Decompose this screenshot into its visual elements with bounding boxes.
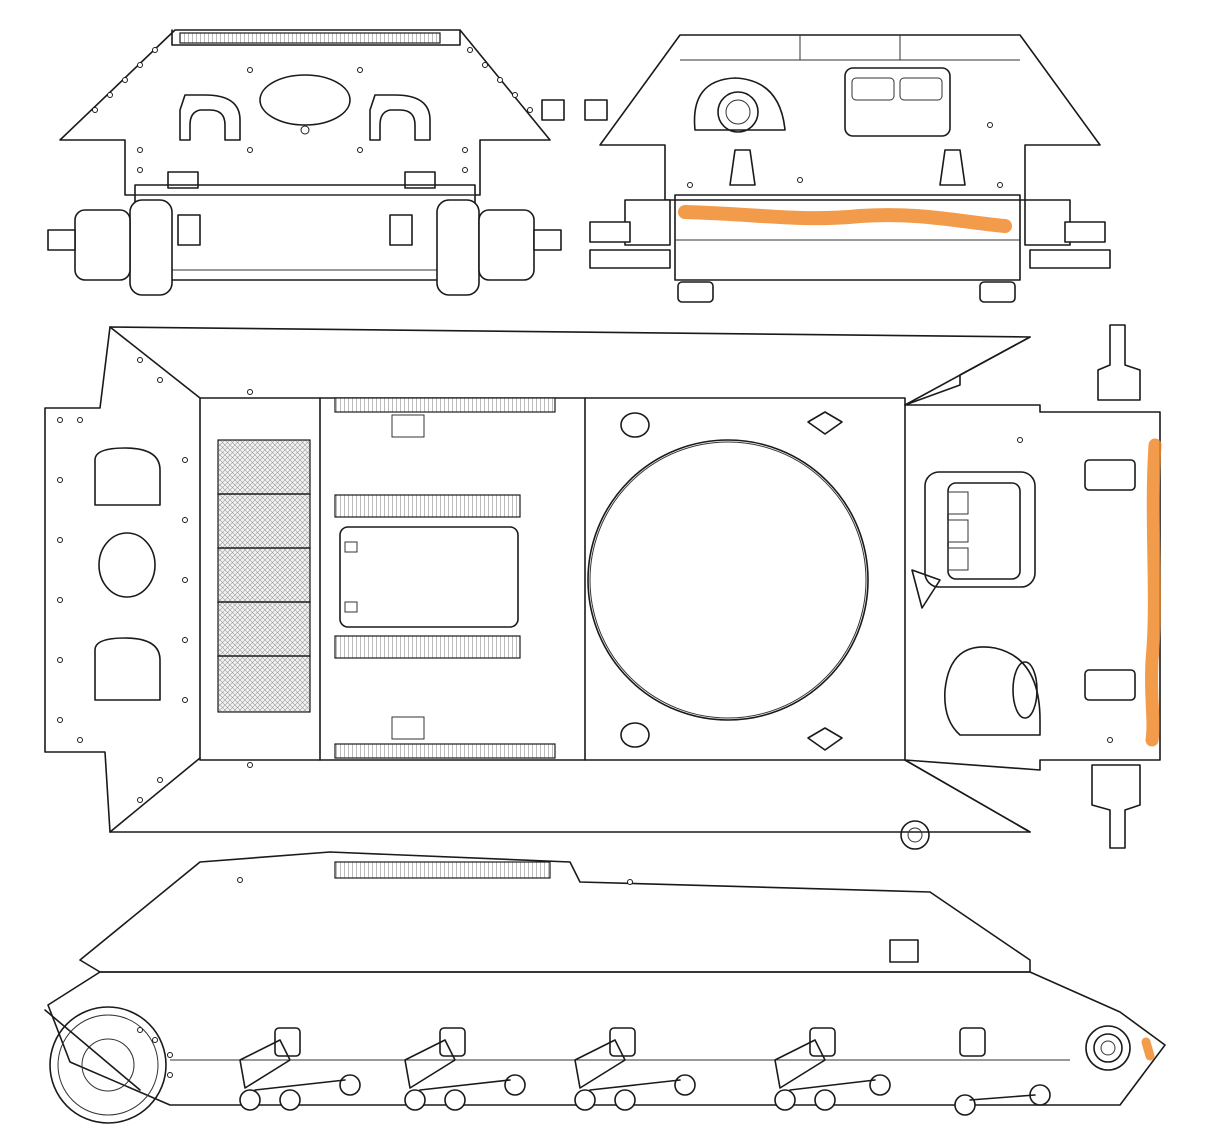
side-view [44, 851, 1166, 1124]
side-rivets [137, 877, 633, 1078]
front-view [47, 29, 565, 296]
top-view [44, 324, 1162, 850]
front-rivets [92, 47, 533, 173]
rear-rivets [687, 122, 1003, 188]
rear-view [584, 34, 1111, 303]
side-highlight-spot [1141, 1037, 1155, 1061]
top-rivets [57, 357, 1113, 803]
suspension-units [239, 1027, 1051, 1116]
top-highlight-band [1145, 438, 1162, 747]
rear-highlight-band [678, 205, 1012, 233]
